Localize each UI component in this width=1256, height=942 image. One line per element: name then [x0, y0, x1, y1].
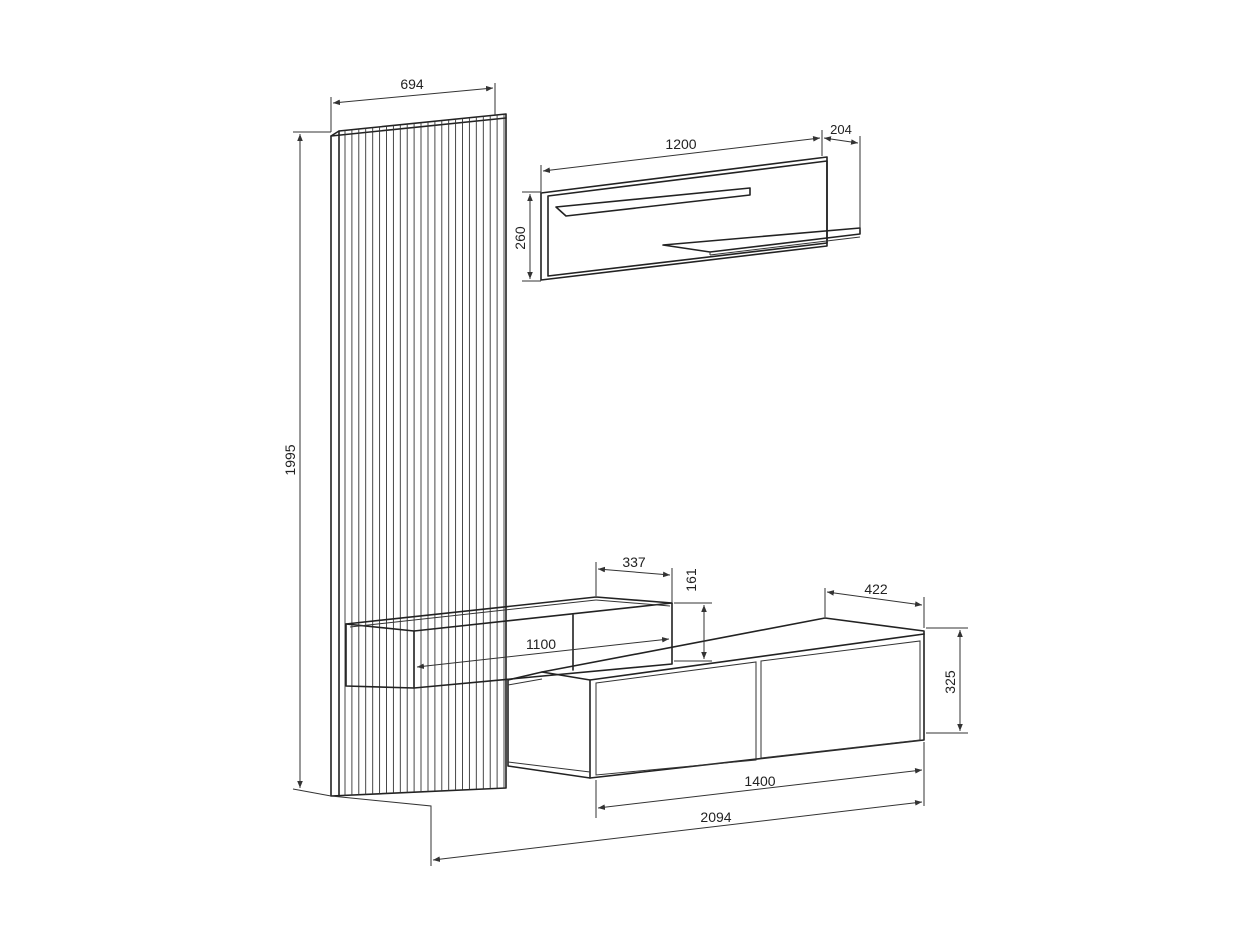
- dim-shelf-width-label: 1200: [665, 136, 696, 152]
- dim-tv-unit-width-label: 1400: [744, 773, 775, 789]
- dim-tv-unit-width: 1400: [595, 742, 925, 818]
- dim-tv-unit-height: 325: [926, 627, 968, 734]
- dim-shelf-depth: 204: [823, 122, 861, 230]
- dim-small-cabinet-height: 161: [674, 568, 712, 662]
- dim-shelf-depth-label: 204: [830, 122, 852, 137]
- dim-shelf-height-label: 260: [512, 226, 528, 250]
- dim-shelf-height: 260: [512, 191, 541, 282]
- dim-total-width: 2094: [330, 795, 923, 866]
- dim-tv-unit-height-label: 325: [942, 670, 958, 694]
- dim-total-width-label: 2094: [700, 809, 731, 825]
- wall-shelf-unit: [540, 156, 861, 281]
- dim-small-cabinet-width-label: 1100: [526, 636, 556, 652]
- dim-panel-height-label: 1995: [282, 444, 298, 475]
- dim-small-cabinet-depth-label: 337: [622, 554, 646, 570]
- dim-panel-width-label: 694: [400, 76, 424, 92]
- dim-tv-unit-depth-label: 422: [864, 581, 888, 597]
- dim-small-cabinet-height-label: 161: [683, 568, 699, 592]
- dim-small-cabinet-depth: 337: [595, 554, 673, 602]
- dim-small-cabinet-width: 1100: [416, 636, 670, 670]
- dim-shelf-width: 1200: [540, 130, 823, 192]
- tv-unit-cabinet: [507, 617, 925, 779]
- panel-slats: [344, 114, 505, 796]
- small-drawer-cabinet: [345, 596, 673, 689]
- dim-panel-height: 1995: [282, 131, 332, 797]
- dim-tv-unit-depth: 422: [824, 581, 925, 628]
- slatted-wall-panel: [330, 113, 507, 797]
- dim-panel-width: 694: [330, 76, 496, 132]
